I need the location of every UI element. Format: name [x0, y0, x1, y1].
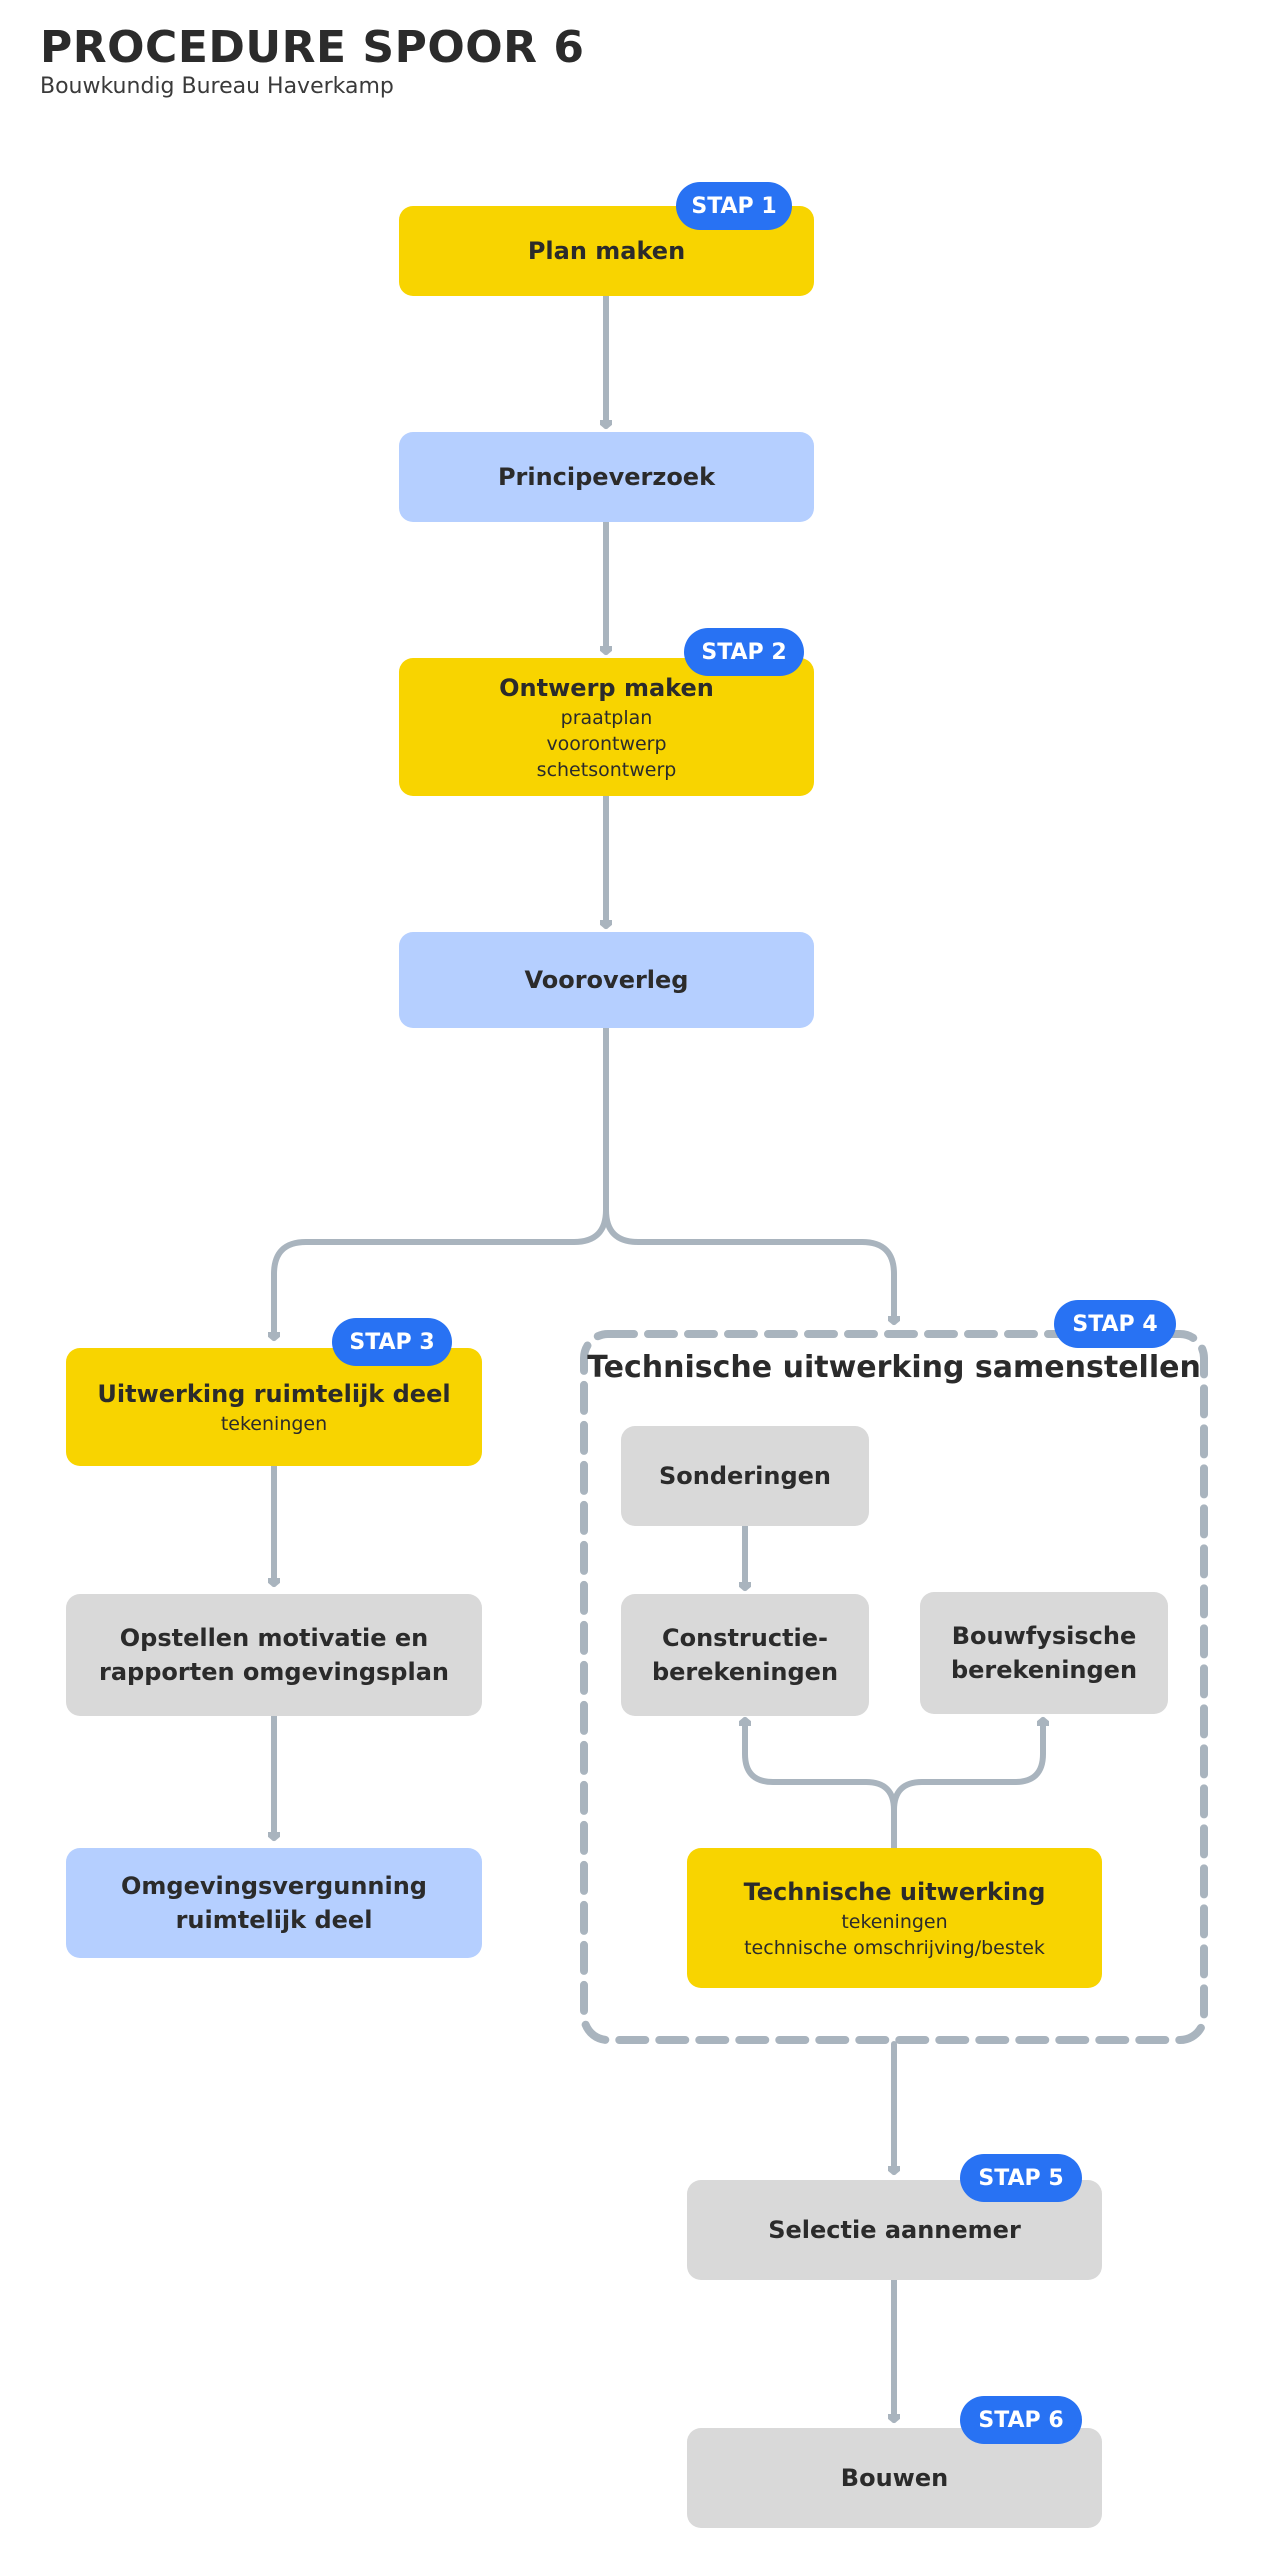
node-constructieberekeningen: Constructie- berekeningen — [621, 1594, 869, 1716]
node-bouwen-label: Bouwen — [840, 2464, 949, 2492]
arrow-technische-constructie — [745, 1717, 897, 1851]
node-ontwerp-maken: Ontwerp maken praatplan voorontwerp sche… — [399, 658, 814, 796]
node-ontwerp-detail: schetsontwerp — [536, 759, 677, 781]
node-uitwerking-ruimtelijk-deel: Uitwerking ruimtelijk deel tekeningen — [66, 1348, 482, 1466]
node-principeverzoek: Principeverzoek — [399, 432, 814, 522]
badge-stap-4: STAP 4 — [1054, 1300, 1176, 1348]
node-omgevingsvergunning: Omgevingsvergunning ruimtelijk deel — [66, 1848, 482, 1958]
node-ontwerp-detail: praatplan — [560, 707, 653, 729]
group-title: Technische uitwerking samenstellen — [587, 1350, 1201, 1385]
badge-stap-6: STAP 6 — [960, 2396, 1082, 2444]
node-bouwen: Bouwen — [687, 2428, 1102, 2528]
node-vooroverleg-label: Vooroverleg — [524, 966, 689, 994]
node-motivatie-label-line: rapporten omgevingsplan — [99, 1658, 449, 1686]
node-vergunning-label-line: Omgevingsvergunning — [121, 1872, 427, 1900]
node-sonderingen-label: Sonderingen — [658, 1462, 831, 1490]
badge-stap-1: STAP 1 — [676, 182, 792, 230]
node-uitwerking-detail: tekeningen — [220, 1413, 328, 1435]
node-technische-label: Technische uitwerking — [743, 1878, 1046, 1906]
node-plan-maken-label: Plan maken — [527, 237, 686, 265]
page-subtitle: Bouwkundig Bureau Haverkamp — [40, 74, 394, 99]
badge-stap-2: STAP 2 — [684, 628, 804, 676]
group-border — [580, 1330, 1208, 2044]
node-bouwfysische-label-line: Bouwfysische — [951, 1622, 1137, 1650]
node-ontwerp-detail: voorontwerp — [546, 733, 667, 755]
node-ontwerp-maken-label: Ontwerp maken — [499, 674, 714, 702]
badge-stap-5: STAP 5 — [960, 2154, 1082, 2202]
node-bouwfysische-berekeningen: Bouwfysische berekeningen — [920, 1592, 1168, 1714]
arrow-vooroverleg-group — [603, 1207, 894, 1325]
arrow-technische-bouwfysische — [891, 1717, 1043, 1813]
arrow-vooroverleg-uitwerking — [274, 1025, 609, 1341]
node-vergunning-label-line: ruimtelijk deel — [175, 1906, 373, 1934]
badge-stap-3: STAP 3 — [332, 1318, 452, 1366]
node-vooroverleg: Vooroverleg — [399, 932, 814, 1028]
node-technische-detail: tekeningen — [841, 1911, 948, 1933]
node-principeverzoek-label: Principeverzoek — [497, 463, 716, 491]
node-uitwerking-label: Uitwerking ruimtelijk deel — [97, 1380, 451, 1408]
node-constructie-label-line: Constructie- — [661, 1624, 829, 1652]
node-motivatie-label-line: Opstellen motivatie en — [119, 1624, 429, 1652]
node-plan-maken: Plan maken — [399, 206, 814, 296]
page-title: PROCEDURE SPOOR 6 — [40, 22, 585, 73]
node-bouwfysische-label-line: berekeningen — [950, 1656, 1138, 1684]
node-selectie-label: Selectie aannemer — [768, 2216, 1021, 2244]
node-technische-uitwerking: Technische uitwerking tekeningen technis… — [687, 1848, 1102, 1988]
node-opstellen-motivatie: Opstellen motivatie en rapporten omgevin… — [66, 1594, 482, 1716]
node-technische-detail: technische omschrijving/bestek — [744, 1937, 1045, 1959]
node-constructie-label-line: berekeningen — [651, 1658, 839, 1686]
node-sonderingen: Sonderingen — [621, 1426, 869, 1526]
